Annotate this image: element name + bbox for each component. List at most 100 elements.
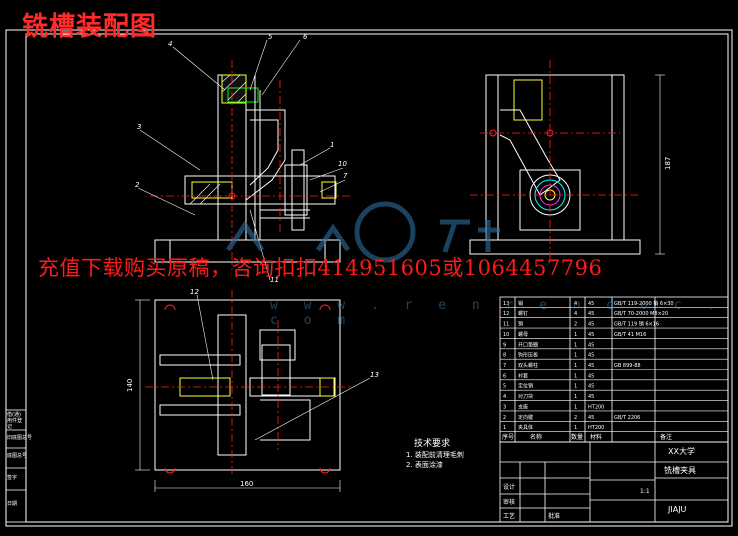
school-name: XX大学 <box>668 447 695 456</box>
title-block <box>499 441 729 523</box>
bom-cell-name: 衬套 <box>518 372 528 379</box>
bom-header-material: 材料 <box>590 434 603 441</box>
tech-note-line: 1. 装配前清理毛刺 <box>406 451 464 459</box>
part-label-10: 10 <box>338 160 347 168</box>
bom-cell-note: GB/T 119-2000 销 6×30 <box>614 300 674 307</box>
bom-cell-qty: 4 <box>574 301 577 307</box>
bom-cell-qty: 1 <box>574 384 577 390</box>
bom-cell-name: 支座 <box>518 403 528 410</box>
bom-header-qty: 数量 <box>571 434 584 441</box>
side-height-dim: 187 <box>664 157 672 170</box>
bom-header-no: 序号 <box>502 434 515 441</box>
left-strip-label: 借(通)用件登记 <box>7 412 23 430</box>
bom-cell-name: 双头螺柱 <box>518 362 538 369</box>
bom-cell-no: 8 <box>503 353 506 359</box>
inner-frame <box>25 33 729 523</box>
drawing-name: 铣槽夹具 <box>664 466 696 475</box>
bom-cell-qty: 1 <box>574 332 577 338</box>
bom-cell-note: GB 899-88 <box>614 363 641 369</box>
left-strip-label: 底图总号 <box>7 453 28 459</box>
scale-value: 1:1 <box>640 488 650 495</box>
bom-cell-material: 45 <box>588 301 594 307</box>
bom-cell-name: 对刀块 <box>518 393 533 400</box>
left-strip-label: 日期 <box>7 501 18 507</box>
drawing-code: JIAJU <box>668 505 687 514</box>
part-label-2: 2 <box>135 181 140 189</box>
bom-cell-name: 销 <box>518 321 523 328</box>
bom-cell-no: 4 <box>503 394 506 400</box>
bom-cell-material: 45 <box>588 311 594 317</box>
bom-cell-qty: 1 <box>574 363 577 369</box>
bom-cell-name: 螺母 <box>518 331 528 338</box>
bom-cell-material: HT200 <box>588 425 604 431</box>
process-label: 工艺 <box>503 513 516 520</box>
side-view <box>469 74 641 255</box>
watermark-logo <box>225 201 500 263</box>
bom-cell-name: 钩形压板 <box>518 352 538 359</box>
designer-label: 设计 <box>503 484 516 491</box>
bom-cell-qty: 1 <box>574 373 577 379</box>
tech-note-line: 2. 表面涂漆 <box>406 461 443 469</box>
front-view <box>154 74 341 263</box>
bom-cell-qty: 1 <box>574 425 577 431</box>
part-label-5: 5 <box>268 33 273 41</box>
part-label-1: 1 <box>330 141 334 149</box>
bom-cell-material: 45 <box>588 322 594 328</box>
tech-notes-title: 技术要求 <box>414 439 451 449</box>
part-label-7: 7 <box>343 172 348 180</box>
bom-cell-name: 夹具体 <box>518 424 533 431</box>
bom-header-note: 备注 <box>660 434 673 441</box>
bom-cell-no: 13 <box>503 301 509 307</box>
bom-cell-name: 定向键 <box>518 414 533 421</box>
bom-cell-material: 45 <box>588 353 594 359</box>
bom-cell-material: 45 <box>588 332 594 338</box>
left-strip-label: 签字 <box>7 475 18 481</box>
bom-cell-no: 6 <box>503 373 506 379</box>
bom-cell-qty: 1 <box>574 394 577 400</box>
bom-cell-material: 45 <box>588 373 594 379</box>
bom-cell-no: 9 <box>503 342 506 348</box>
left-strip-table <box>5 409 27 523</box>
bom-cell-no: 2 <box>503 415 506 421</box>
bom-cell-material: 45 <box>588 384 594 390</box>
bom-cell-no: 1 <box>503 425 506 431</box>
outer-frame <box>5 29 733 527</box>
top-view <box>154 299 341 474</box>
part-label-11: 11 <box>270 276 279 284</box>
watermark-url: w w w . r e n r e n d o c . c o m <box>270 298 725 328</box>
bom-cell-note: GB/T 119 销 6×16 <box>614 321 659 328</box>
bom-header-name: 名称 <box>530 434 543 441</box>
bom-cell-no: 3 <box>503 404 506 410</box>
left-strip-label: 旧底图总号 <box>7 435 33 441</box>
approve-label: 批准 <box>548 513 561 520</box>
bom-cell-qty: 1 <box>574 404 577 410</box>
bom-cell-no: 7 <box>503 363 506 369</box>
part-label-4: 4 <box>168 40 172 48</box>
watermark-text: 充值下载购买原稿，咨询扣扣414951605或1064457796 <box>38 256 603 280</box>
bom-cell-qty: 1 <box>574 353 577 359</box>
bom-cell-material: 45 <box>588 415 594 421</box>
bom-cell-qty: 1 <box>574 342 577 348</box>
bom-cell-material: 45 <box>588 394 594 400</box>
part-label-12: 12 <box>190 288 199 296</box>
part-label-6: 6 <box>303 33 308 41</box>
bom-cell-material: HT200 <box>588 404 604 410</box>
bom-cell-qty: 2 <box>574 415 577 421</box>
bom-cell-material: 45 <box>588 363 594 369</box>
bom-cell-note: GB/T 70-2000 M8×20 <box>614 311 668 317</box>
bom-cell-no: 10 <box>503 332 509 338</box>
bom-cell-qty: 4 <box>574 311 577 317</box>
height-dim: 140 <box>126 379 134 392</box>
width-dim: 160 <box>240 480 253 488</box>
part-label-13: 13 <box>370 371 379 379</box>
bom-cell-qty: 2 <box>574 322 577 328</box>
bom-cell-material: 45 <box>588 342 594 348</box>
drawing-title: 铣槽装配图 <box>22 12 158 42</box>
bom-cell-name: 销 <box>518 300 523 307</box>
bom-cell-no: 12 <box>503 311 509 317</box>
bom-cell-name: 定位销 <box>518 383 533 390</box>
checker-label: 审核 <box>503 499 516 506</box>
